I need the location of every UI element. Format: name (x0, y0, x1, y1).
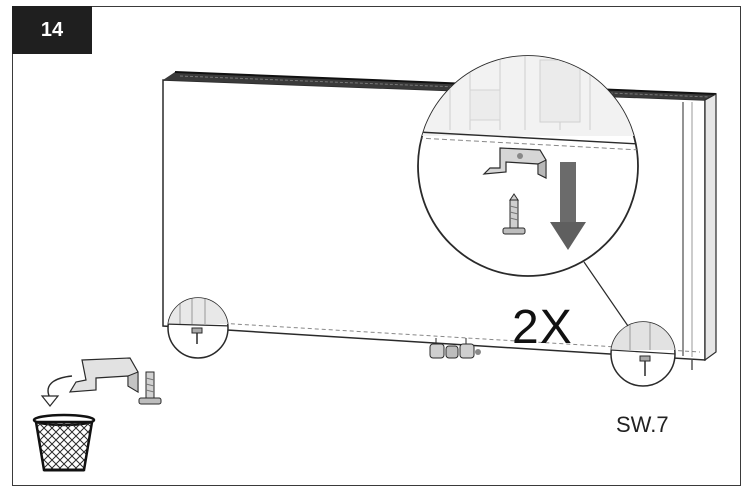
magnified-detail (417, 55, 639, 277)
screw (502, 193, 526, 235)
instruction-frame (12, 6, 741, 486)
callout-leader-line (583, 261, 629, 327)
mounting-bracket (482, 147, 547, 179)
step-number-badge: 14 (12, 6, 92, 54)
repeat-count-label: 2X (512, 301, 573, 354)
wastebasket-icon (32, 413, 96, 472)
down-arrow-icon (550, 162, 586, 250)
valve-fitting (429, 338, 481, 359)
bracket-and-screw-icon (40, 357, 162, 407)
right-bracket-detail (610, 321, 676, 387)
tool-size-label: SW.7 (616, 412, 669, 437)
